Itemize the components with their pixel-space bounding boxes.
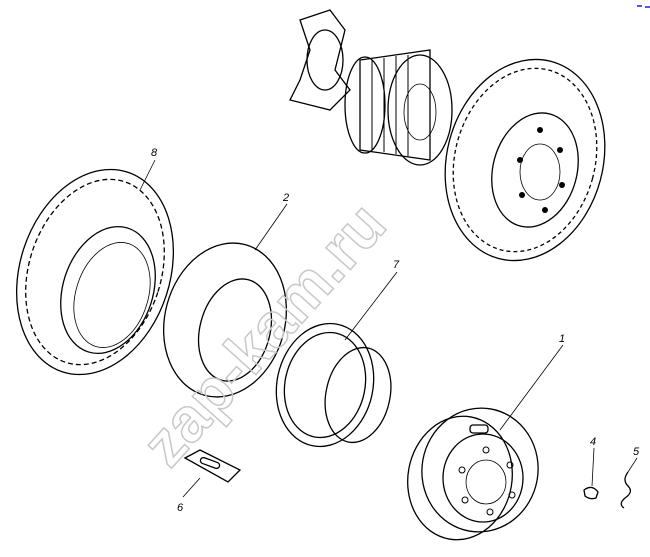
leader-lines [139,159,638,498]
callout-8: 8 [151,147,158,159]
rim-flap-part-7 [275,322,392,448]
wheel-disc-part-1 [407,407,539,541]
assembled-wheel-with-hub [289,9,606,262]
corner-mark [637,5,650,8]
watermark: zap-kam.ru [129,190,399,479]
callout-1: 1 [559,333,565,345]
spring-clip-part-5 [620,471,632,509]
inner-tube-part-2 [162,242,288,398]
nut-part-4 [583,486,599,500]
valve-patch-part-6 [183,449,242,483]
callout-6: 6 [177,502,184,514]
callout-2: 2 [282,192,289,204]
callout-5: 5 [633,446,640,458]
tire-part-8 [15,168,175,376]
callout-4: 4 [590,436,596,448]
callout-7: 7 [393,259,400,271]
